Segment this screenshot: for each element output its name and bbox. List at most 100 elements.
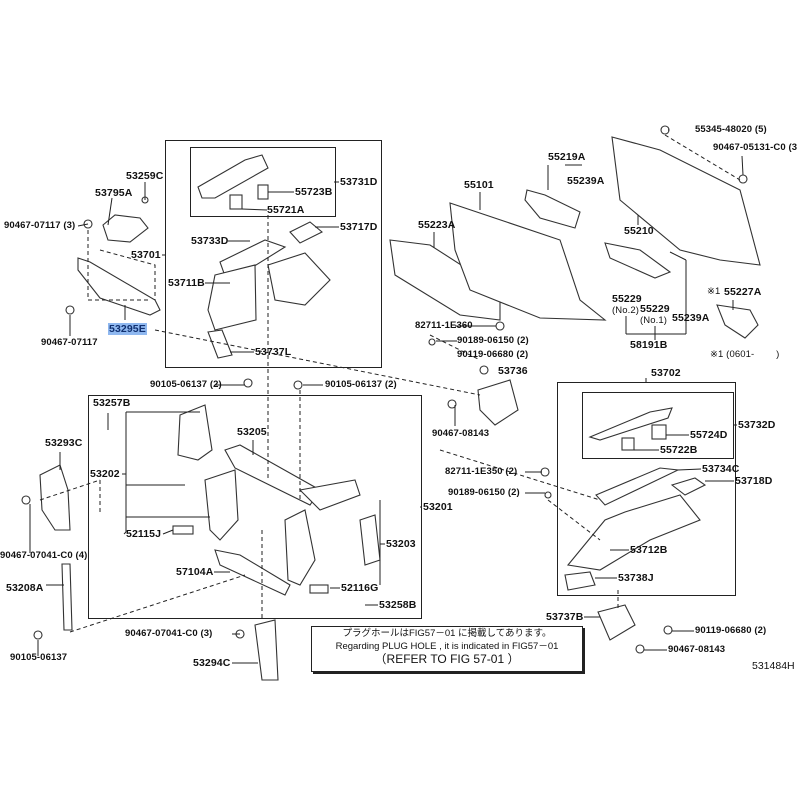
footnote: ※1 (0601- ) — [710, 349, 780, 360]
part-label[interactable]: 55723B — [295, 186, 333, 198]
part-label[interactable]: 53718D — [735, 475, 773, 487]
part-label[interactable]: 53201 — [423, 501, 453, 513]
part-53712B — [566, 494, 701, 571]
part-55101 — [449, 202, 607, 321]
part-53203 — [284, 509, 316, 586]
part-55724D — [651, 424, 667, 440]
note-line-jp: プラグホールはFIG57－01 に掲載してあります。 — [342, 628, 552, 639]
part-55227A — [716, 304, 759, 339]
illustration-code: 531484H — [752, 660, 795, 672]
part-53717D — [289, 221, 323, 244]
part-label[interactable]: 53734C — [702, 463, 740, 475]
part-label[interactable]: 90467-07041-C0 (4) — [0, 550, 88, 561]
part-label[interactable]: 53712B — [630, 544, 668, 556]
part-53208A — [61, 563, 73, 631]
part-label[interactable]: 53732D — [738, 419, 776, 431]
part-53295E — [77, 257, 161, 316]
part-label[interactable]: 90105-06137 (2) — [150, 379, 222, 390]
part-label-sub: (No.1) — [640, 315, 667, 326]
part-label[interactable]: 82711-1E360 — [415, 320, 473, 331]
group-box-53701 — [165, 140, 382, 368]
part-label[interactable]: 53293C — [45, 437, 83, 449]
part-53711B-apron — [267, 252, 331, 306]
part-53711B — [207, 264, 257, 331]
part-label-selected[interactable]: 53295E — [108, 323, 147, 335]
part-label[interactable]: 55724D — [690, 429, 728, 441]
part-label[interactable]: 53737L — [255, 346, 292, 358]
part-label[interactable]: 52115J — [126, 528, 162, 540]
part-55722B — [621, 437, 635, 451]
part-label[interactable]: 82711-1E350 (2) — [445, 466, 518, 477]
part-label[interactable]: 52116G — [341, 582, 379, 594]
part-55210 — [611, 136, 761, 266]
part-label[interactable]: 53711B — [168, 277, 205, 289]
group-box-53702 — [557, 382, 736, 596]
part-label[interactable]: 53738J — [618, 572, 654, 584]
part-53731D-rail — [197, 154, 269, 199]
part-label[interactable]: 90105-06137 (2) — [325, 379, 397, 390]
part-label[interactable]: 53208A — [6, 582, 44, 594]
part-55219A — [524, 189, 581, 229]
part-label[interactable]: 90467-07117 (3) — [4, 220, 76, 231]
part-label[interactable]: 53737B — [546, 611, 584, 623]
part-label[interactable]: 55219A — [548, 151, 586, 163]
part-53738J — [564, 571, 596, 591]
part-label[interactable]: 55210 — [624, 225, 654, 237]
part-label[interactable]: 90119-06680 (2) — [457, 349, 529, 360]
part-label[interactable]: 53258B — [379, 599, 417, 611]
part-label[interactable]: 55223A — [418, 219, 456, 231]
part-53718D — [670, 477, 707, 496]
part-label[interactable]: 55239A — [567, 175, 605, 187]
part-label[interactable]: 55239A — [672, 312, 710, 324]
part-label[interactable]: 53257B — [93, 397, 131, 409]
part-53736 — [477, 379, 519, 426]
part-53202-lower — [204, 469, 239, 541]
part-58191B — [604, 242, 672, 279]
part-label[interactable]: 90189-06150 (2) — [448, 487, 520, 498]
note-line-en: Regarding PLUG HOLE , it is indicated in… — [335, 641, 559, 652]
part-label[interactable]: 53717D — [340, 221, 378, 233]
footnote-mark: ※1 — [707, 286, 721, 297]
part-label[interactable]: 90467-05131-C0 (3 — [713, 142, 798, 153]
part-label[interactable]: 90467-08143 — [668, 644, 726, 655]
part-label[interactable]: 53731D — [340, 176, 378, 188]
part-label[interactable]: 53202 — [90, 468, 120, 480]
part-label[interactable]: 53294C — [193, 657, 231, 669]
part-label[interactable]: 90467-08143 — [432, 428, 490, 439]
part-label[interactable]: 55227A — [724, 286, 762, 298]
part-label[interactable]: 53205 — [237, 426, 267, 438]
part-label[interactable]: 55229 — [612, 293, 642, 305]
part-53203-bracket — [359, 514, 381, 566]
part-label[interactable]: 90189-06150 (2) — [457, 335, 529, 346]
part-label[interactable]: 55101 — [464, 179, 494, 191]
part-label[interactable]: 55721A — [267, 204, 305, 216]
plug-hole-note: プラグホールはFIG57－01 に掲載してあります。 Regarding PLU… — [311, 626, 583, 672]
leader-lines — [29, 129, 744, 664]
part-53795A — [102, 214, 149, 243]
part-label[interactable]: 90119-06680 (2) — [695, 625, 767, 636]
part-label[interactable]: 90105-06137 — [10, 652, 68, 663]
part-52116G — [309, 584, 329, 594]
part-label[interactable]: 53259C — [126, 170, 164, 182]
part-label-sub: (No.2) — [612, 305, 639, 316]
part-53294C — [254, 619, 279, 681]
part-53737B — [597, 604, 636, 641]
part-label[interactable]: 53702 — [651, 367, 681, 379]
part-label[interactable]: 90467-07117 — [41, 337, 98, 348]
part-label[interactable]: 53736 — [498, 365, 528, 377]
part-label[interactable]: 58191B — [630, 339, 668, 351]
part-52115J — [172, 525, 194, 535]
part-label[interactable]: 53203 — [386, 538, 416, 550]
part-label[interactable]: 55722B — [660, 444, 698, 456]
part-label[interactable]: 90467-07041-C0 (3) — [125, 628, 213, 639]
part-label[interactable]: 57104A — [176, 566, 214, 578]
part-label[interactable]: 55345-48020 (5) — [695, 124, 767, 135]
part-label[interactable]: 53795A — [95, 187, 133, 199]
dashed-guide-lines — [39, 134, 741, 633]
part-55721A — [229, 194, 243, 210]
part-label[interactable]: 55229 — [640, 303, 670, 315]
part-label[interactable]: 53733D — [191, 235, 229, 247]
part-label[interactable]: 53701 — [131, 249, 161, 261]
